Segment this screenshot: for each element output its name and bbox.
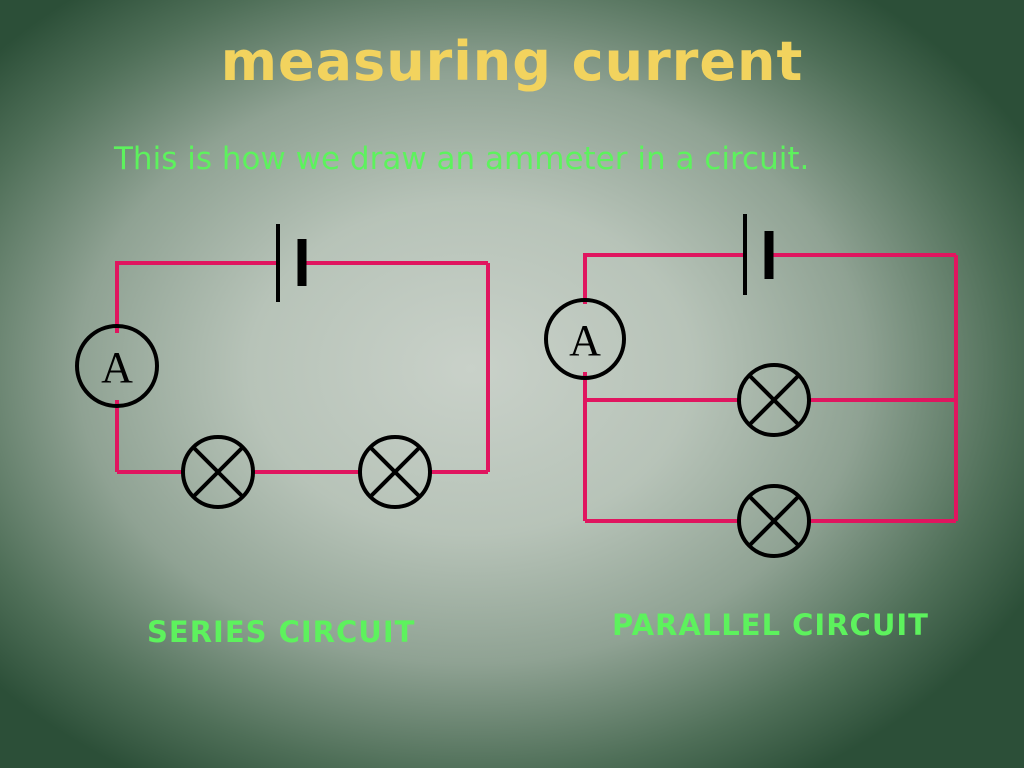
series-ammeter: A: [75, 324, 159, 408]
series-battery: [276, 224, 307, 302]
slide-subtitle: This is how we draw an ammeter in a circ…: [114, 141, 810, 177]
parallel-bulb-2: [737, 484, 811, 558]
parallel-ammeter-label: A: [569, 316, 601, 365]
parallel-circuit: A: [544, 214, 958, 558]
series-bulb-1: [181, 435, 255, 509]
parallel-battery: [743, 214, 774, 295]
series-circuit-caption: SERIES CIRCUIT: [147, 615, 416, 649]
parallel-circuit-caption: PARALLEL CIRCUIT: [612, 608, 929, 642]
parallel-bulb-1: [737, 363, 811, 437]
series-ammeter-label: A: [101, 343, 133, 392]
series-circuit: A: [75, 224, 490, 509]
slide-title: measuring current: [220, 30, 804, 93]
series-bulb-2: [358, 435, 432, 509]
parallel-wires: [583, 253, 958, 523]
parallel-ammeter: A: [544, 298, 626, 380]
series-wires: [115, 261, 490, 474]
